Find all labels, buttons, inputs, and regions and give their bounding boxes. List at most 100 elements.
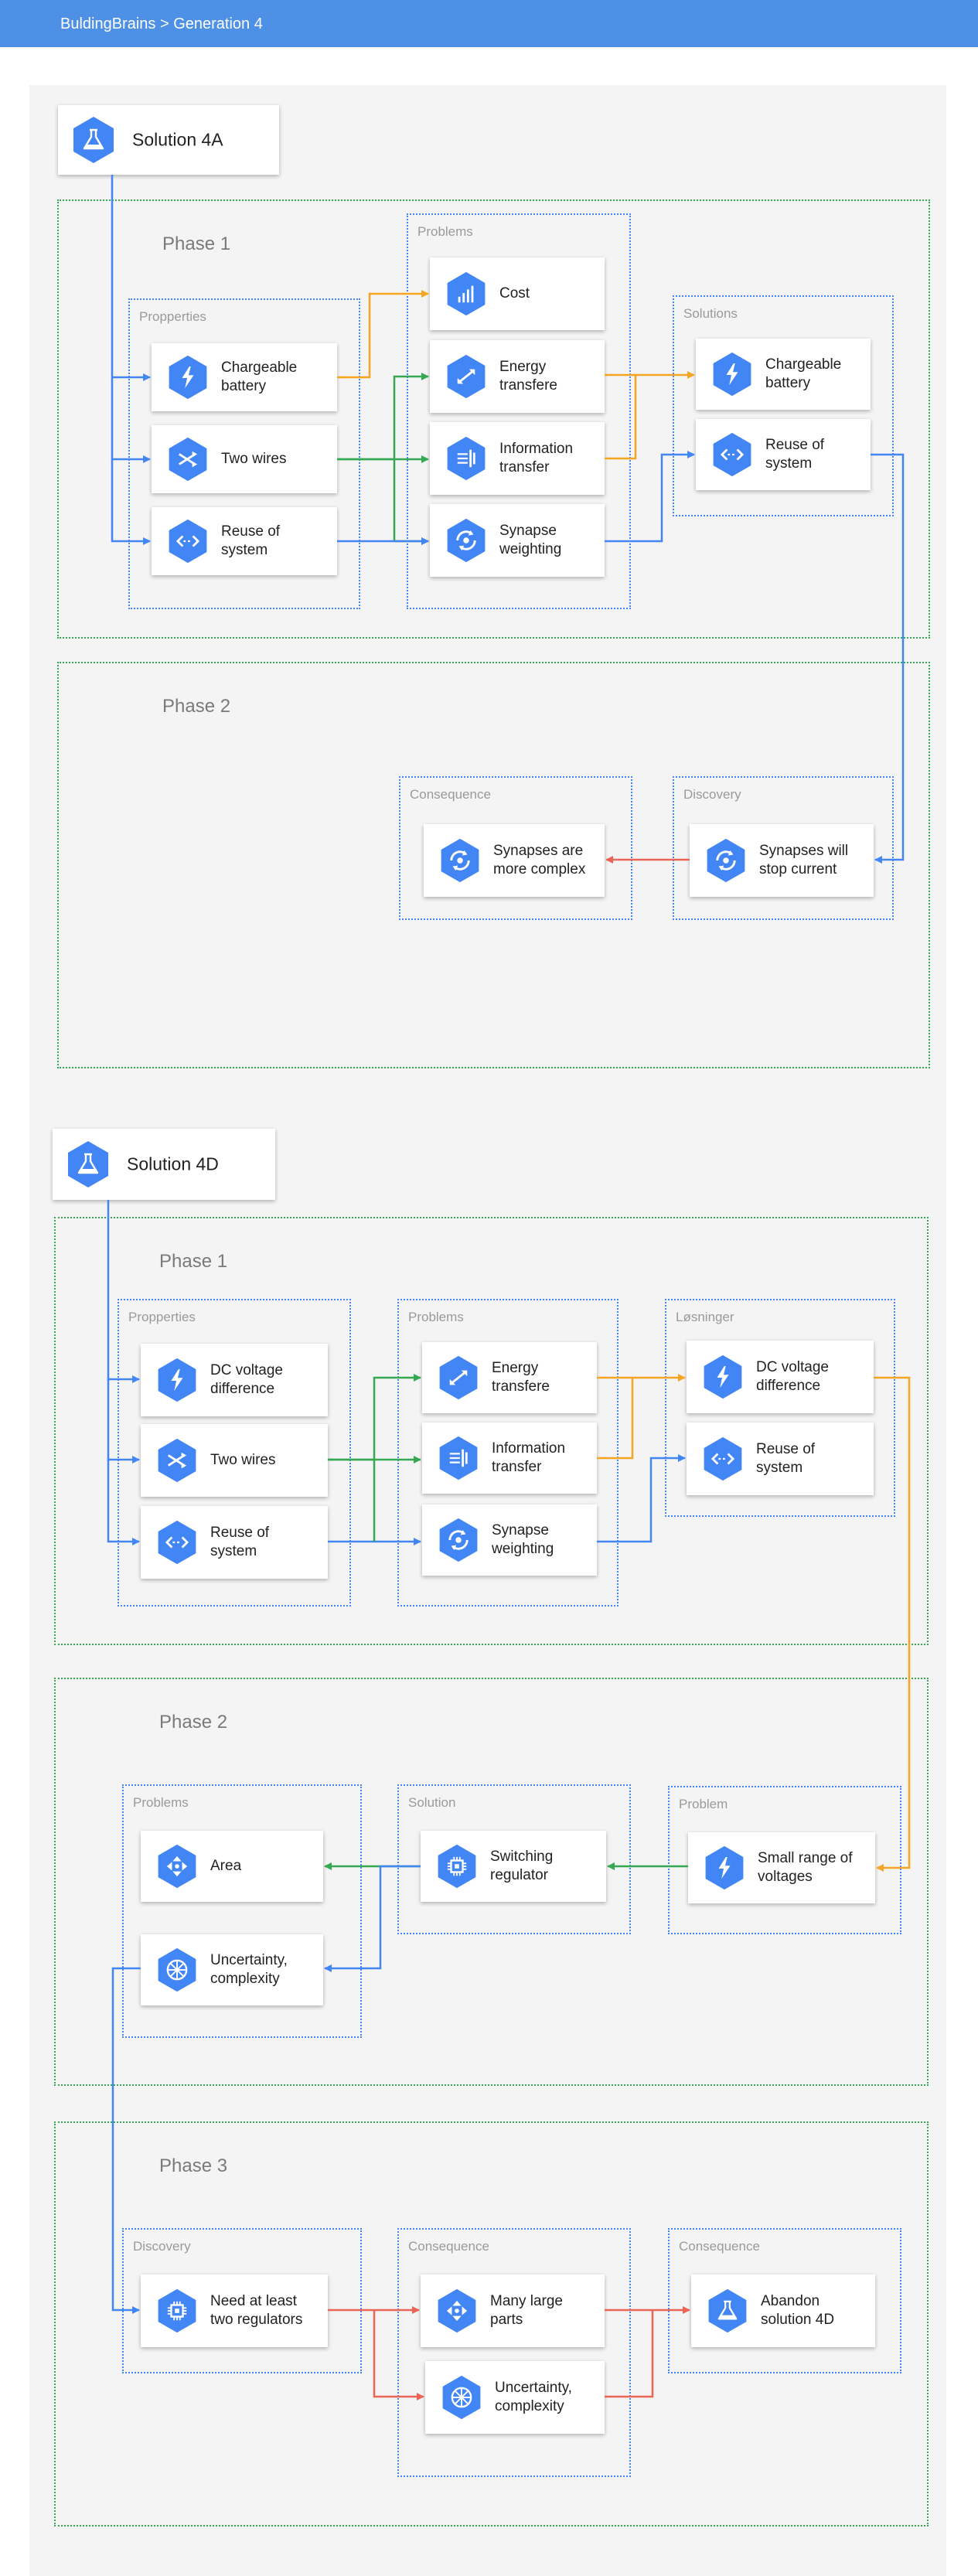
bar-chart-icon <box>443 271 489 317</box>
chip-icon <box>154 2288 200 2334</box>
shuffle-icon <box>154 1437 200 1484</box>
cycle-icon <box>437 837 483 884</box>
lightning-icon <box>165 354 211 400</box>
node-4d-information-transfer[interactable]: Information transfer <box>422 1423 597 1494</box>
node-4a-energy-transfere[interactable]: Energy transfere <box>430 340 605 413</box>
solution-4d-card[interactable]: Solution 4D <box>53 1129 275 1200</box>
solution-4a-card[interactable]: Solution 4A <box>58 105 279 175</box>
node-4d-reuse-of-system[interactable]: Reuse of system <box>141 1506 328 1579</box>
group-title: Problems <box>408 1310 464 1324</box>
consequence-group-4a: Consequence <box>399 776 632 920</box>
node-label: Reuse of system <box>765 437 825 472</box>
lightning-icon <box>709 351 755 397</box>
node-4a-information-transfer[interactable]: Information transfer <box>430 422 605 495</box>
node-label: Reuse of system <box>221 523 281 558</box>
node-label: Information transfer <box>499 441 574 475</box>
transfer-arrows-icon <box>443 353 489 400</box>
node-4a-synapses-stop-current[interactable]: Synapses will stop current <box>690 824 874 897</box>
node-label: Reuse of system <box>210 1525 270 1559</box>
group-title: Problem <box>679 1797 728 1811</box>
move-arrows-icon <box>154 1843 200 1889</box>
node-label: Area <box>210 1858 242 1874</box>
stream-icon <box>435 1435 482 1481</box>
node-4d-uncertainty-complexity[interactable]: Uncertainty, complexity <box>141 1934 323 2005</box>
node-4a-solution-reuse-of-system[interactable]: Reuse of system <box>696 419 871 490</box>
flask-icon <box>69 115 118 165</box>
node-label: Energy transfere <box>499 359 557 394</box>
node-4d-uncertainty-complexity-2[interactable]: Uncertainty, complexity <box>425 2361 605 2434</box>
node-label: Cost <box>499 285 530 302</box>
node-4d-need-two-regulators[interactable]: Need at least two regulators <box>141 2274 328 2347</box>
phase-title: Phase 2 <box>159 1712 228 1733</box>
node-label: Uncertainty, complexity <box>210 1952 288 1987</box>
group-title: Problems <box>417 224 473 239</box>
stream-icon <box>443 435 489 482</box>
node-4a-reuse-of-system[interactable]: Reuse of system <box>152 507 337 575</box>
phase3-consequence-a-group-4d: Consequence <box>397 2228 631 2477</box>
phase-2-4a: Phase 2 <box>57 662 930 1068</box>
node-4d-many-large-parts[interactable]: Many large parts <box>421 2274 605 2347</box>
group-title: Consequence <box>679 2239 760 2254</box>
lightning-icon <box>700 1354 746 1400</box>
node-4d-small-range-of-voltages[interactable]: Small range of voltages <box>688 1832 875 1903</box>
code-arrows-icon <box>700 1436 746 1482</box>
breadcrumb[interactable]: BuldingBrains > Generation 4 <box>60 15 263 32</box>
node-label: DC voltage difference <box>756 1359 829 1394</box>
node-4d-abandon-solution[interactable]: Abandon solution 4D <box>691 2274 875 2347</box>
node-4d-solution-dc-voltage-difference[interactable]: DC voltage difference <box>687 1341 874 1413</box>
cycle-icon <box>443 517 489 564</box>
phase-1-4d: Phase 1 <box>54 1217 929 1645</box>
node-label: Synapse weighting <box>492 1522 554 1557</box>
node-4a-synapses-more-complex[interactable]: Synapses are more complex <box>424 824 605 897</box>
node-4a-chargeable-battery[interactable]: Chargeable battery <box>152 343 337 411</box>
node-4a-synapse-weighting[interactable]: Synapse weighting <box>430 504 605 577</box>
node-label: Chargeable battery <box>765 356 842 391</box>
group-title: Løsninger <box>676 1310 734 1324</box>
group-title: Discovery <box>683 787 741 802</box>
node-4a-solution-chargeable-battery[interactable]: Chargeable battery <box>696 339 871 410</box>
node-4d-area[interactable]: Area <box>141 1831 323 1902</box>
code-arrows-icon <box>709 431 755 478</box>
code-arrows-icon <box>154 1519 200 1566</box>
node-label: Information transfer <box>492 1440 566 1475</box>
phase-2-4d: Phase 2 <box>54 1678 929 2086</box>
node-label: Energy transfere <box>492 1360 550 1395</box>
node-4d-synapse-weighting[interactable]: Synapse weighting <box>422 1504 597 1576</box>
code-arrows-icon <box>165 518 211 564</box>
group-title: Solutions <box>683 306 738 321</box>
node-4d-two-wires[interactable]: Two wires <box>141 1424 328 1497</box>
group-title: Discovery <box>133 2239 191 2254</box>
transfer-arrows-icon <box>435 1354 482 1401</box>
node-4d-energy-transfere[interactable]: Energy transfere <box>422 1342 597 1413</box>
solution-4a-title: Solution 4A <box>132 129 223 150</box>
shuffle-icon <box>165 436 211 482</box>
phase-1-4a: Phase 1 <box>57 199 930 639</box>
group-title: Propperties <box>128 1310 196 1324</box>
node-label: Two wires <box>221 451 287 467</box>
phase3-consequence-b-group-4d: Consequence <box>668 2228 901 2373</box>
group-title: Propperties <box>139 309 206 324</box>
node-label: Synapse weighting <box>499 523 562 557</box>
node-4d-solution-reuse-of-system[interactable]: Reuse of system <box>687 1423 874 1495</box>
node-label: Abandon solution 4D <box>761 2293 835 2328</box>
node-4a-cost[interactable]: Cost <box>430 257 605 330</box>
network-icon <box>154 1947 200 1993</box>
node-label: Reuse of system <box>756 1441 816 1476</box>
flask-icon <box>63 1140 113 1189</box>
chip-icon <box>434 1843 480 1889</box>
node-4d-switching-regulator[interactable]: Switching regulator <box>421 1831 606 1902</box>
node-4d-dc-voltage-difference[interactable]: DC voltage difference <box>141 1344 328 1416</box>
flask-icon <box>704 2288 751 2334</box>
solution-4d-title: Solution 4D <box>127 1153 219 1174</box>
phase-title: Phase 2 <box>162 696 231 717</box>
node-label: DC voltage difference <box>210 1362 283 1397</box>
node-label: Chargeable battery <box>221 359 298 394</box>
phase-3-4d: Phase 3 <box>54 2121 929 2527</box>
top-bar: BuldingBrains > Generation 4 <box>0 0 978 47</box>
cycle-icon <box>703 837 749 884</box>
phase-title: Phase 1 <box>162 233 231 254</box>
node-label: Switching regulator <box>490 1849 554 1883</box>
network-icon <box>438 2374 485 2421</box>
node-label: Synapses are more complex <box>493 843 586 877</box>
node-4a-two-wires[interactable]: Two wires <box>152 425 337 493</box>
